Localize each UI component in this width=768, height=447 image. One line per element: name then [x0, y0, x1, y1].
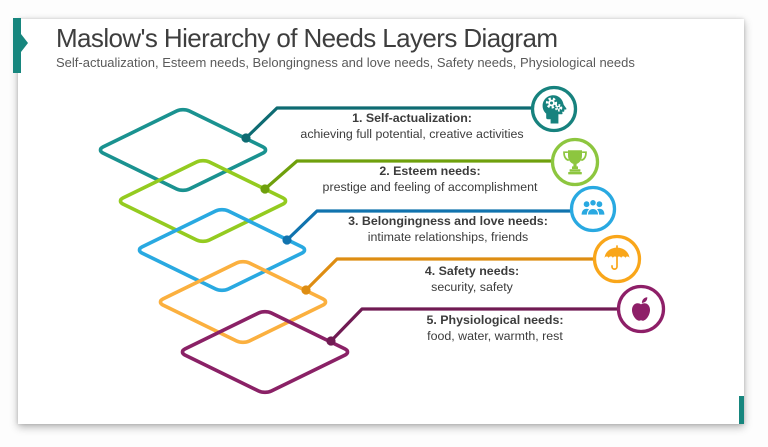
umbrella-icon: [604, 245, 630, 270]
callout-description: security, safety: [431, 279, 513, 294]
connector-line-3: [285, 209, 573, 242]
page-title: Maslow's Hierarchy of Needs Layers Diagr…: [56, 23, 558, 53]
trophy-icon: [563, 150, 587, 175]
connector-line-4: [304, 257, 596, 292]
callout-title: 1. Self-actualization:: [352, 111, 472, 125]
callout-description: intimate relationships, friends: [367, 229, 529, 244]
layers-diagram: [18, 85, 666, 424]
connector-dot-2: [260, 184, 270, 194]
connector-lines: [244, 106, 620, 343]
diamond-stack: [97, 108, 352, 394]
diamond-layer-5: [179, 310, 352, 394]
callout-description: food, water, warmth, rest: [427, 328, 563, 343]
diamond-layer-2: [117, 159, 290, 243]
callout-title: 3. Belongingness and love needs:: [348, 214, 548, 228]
connector-dot-4: [301, 285, 311, 295]
callout-title: 2. Esteem needs:: [379, 164, 481, 178]
connector-line-1: [244, 106, 535, 140]
connector-dots: [241, 133, 336, 346]
callout-description: prestige and feeling of accomplishment: [322, 179, 538, 194]
apple-icon: [631, 297, 651, 321]
connector-line-5: [329, 307, 620, 343]
head-gears-icon: [542, 95, 567, 124]
slide-canvas: Maslow's Hierarchy of Needs Layers Diagr…: [13, 18, 744, 424]
diamond-layer-4: [157, 260, 330, 344]
connector-dot-5: [326, 336, 336, 346]
callout-safety-needs: 4. Safety needs: security, safety: [425, 264, 519, 295]
slide-accent-marker: [13, 18, 28, 73]
callout-self-actualization: 1. Self-actualization: achieving full po…: [300, 111, 523, 142]
page-subtitle: Self-actualization, Esteem needs, Belong…: [56, 55, 635, 70]
callout-physiological-needs: 5. Physiological needs: food, water, war…: [426, 313, 563, 344]
connector-dot-3: [282, 235, 292, 245]
callout-title: 4. Safety needs:: [424, 264, 520, 278]
connector-line-2: [263, 159, 554, 191]
slide-accent-bottom-bar: [739, 396, 744, 424]
callout-title: 5. Physiological needs:: [426, 313, 564, 327]
callout-esteem-needs: 2. Esteem needs: prestige and feeling of…: [323, 164, 538, 195]
people-icon: [581, 198, 605, 216]
callout-description: achieving full potential, creative activ…: [300, 126, 524, 141]
connector-dot-1: [241, 133, 251, 143]
callout-belongingness-needs: 3. Belongingness and love needs: intimat…: [348, 214, 548, 245]
